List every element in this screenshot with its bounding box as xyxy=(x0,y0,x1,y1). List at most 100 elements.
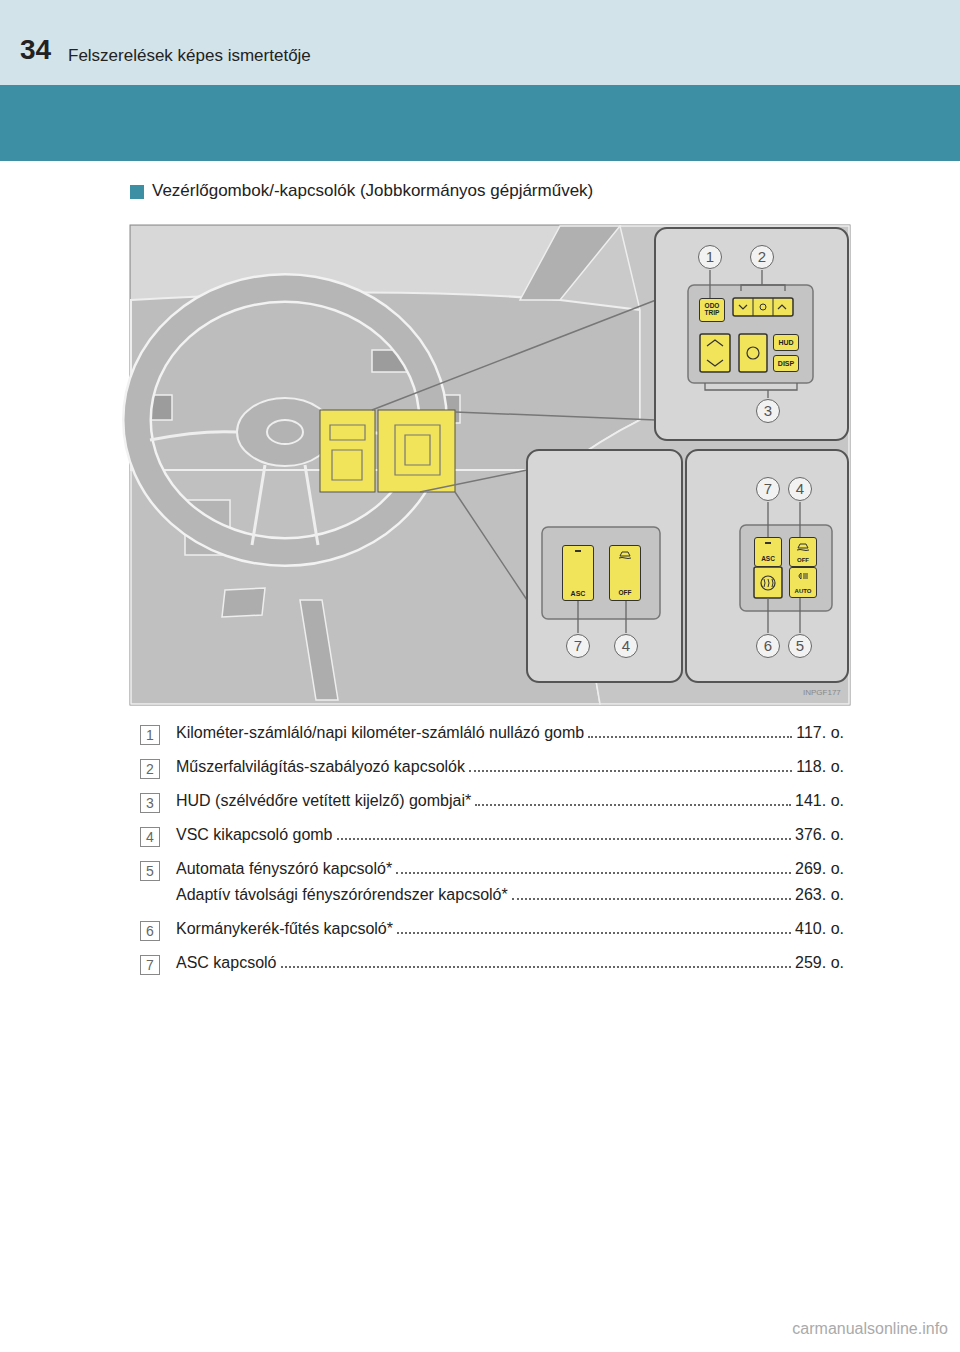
callout-number: 1 xyxy=(698,245,722,269)
running-header: Felszerelések képes ismertetője xyxy=(68,46,311,66)
list-row: VSC kikapcsoló gomb376. o. xyxy=(176,826,844,844)
inset-panel xyxy=(527,450,682,682)
switch-icon xyxy=(795,571,811,581)
button-label: OFF xyxy=(619,590,632,597)
callout-number: 7 xyxy=(756,477,780,501)
illustration-frame xyxy=(130,225,850,705)
vsc-off-switch: OFF xyxy=(609,545,641,601)
inset-panel xyxy=(686,450,848,682)
page-reference: 263. o. xyxy=(795,886,844,904)
callout-number: 2 xyxy=(750,245,774,269)
page-number: 34 xyxy=(20,34,51,66)
button-label: 3 xyxy=(146,795,154,811)
hud-adjust-switch xyxy=(700,334,730,372)
page-reference: 141. o. xyxy=(795,792,844,810)
switch-divider xyxy=(753,298,773,316)
hud-symbol xyxy=(747,347,759,359)
button-label: AUTO xyxy=(795,588,812,594)
page-reference: 376. o. xyxy=(795,826,844,844)
button-label: 4 xyxy=(146,829,154,845)
watermark: carmanualsonline.info xyxy=(792,1320,948,1338)
hud-switch xyxy=(739,334,767,372)
callout-leader-line xyxy=(578,270,800,633)
asc-switch: ASC xyxy=(754,537,782,567)
dot-leader xyxy=(512,898,791,900)
page-reference: 269. o. xyxy=(795,860,844,878)
callout-number: 7 xyxy=(566,634,590,658)
callout-number: 4 xyxy=(614,634,638,658)
item-description: Kilométer-számláló/napi kilométer-számlá… xyxy=(176,724,584,742)
brake-pedal xyxy=(222,588,265,617)
headlamp-symbol xyxy=(799,573,808,579)
item-number-box: 6 xyxy=(140,921,160,941)
page-reference: 410. o. xyxy=(795,920,844,938)
figure-code: INPGF177 xyxy=(803,688,841,697)
item-number-box: 1 xyxy=(140,725,160,745)
page-reference: 118. o. xyxy=(796,758,844,776)
header-teal-band xyxy=(0,85,960,161)
switch-bezel xyxy=(740,525,832,611)
switch-icon xyxy=(617,549,633,559)
callout-number: 3 xyxy=(756,399,780,423)
button-label: OFF xyxy=(797,557,809,563)
auto-headlamp-switch: AUTO xyxy=(789,567,817,598)
callout-number: 4 xyxy=(788,477,812,501)
asc-switch: ASC xyxy=(562,545,594,601)
item-number-box: 4 xyxy=(140,827,160,847)
item-description: Automata fényszóró kapcsoló* xyxy=(176,860,392,878)
vsc-off-switch: OFF xyxy=(789,537,817,567)
item-description: ASC kapcsoló xyxy=(176,954,277,972)
dot-leader xyxy=(396,872,791,874)
windshield xyxy=(131,226,620,300)
switch-icon xyxy=(570,549,586,559)
item-number-box: 2 xyxy=(140,759,160,779)
dot-leader xyxy=(337,838,792,840)
page-reference: 259. o. xyxy=(795,954,844,972)
switch-outline xyxy=(330,425,440,480)
item-number-box: 7 xyxy=(140,955,160,975)
dot-leader xyxy=(588,736,792,738)
skid-car-symbol xyxy=(619,552,631,559)
indicator-lamp xyxy=(765,542,771,544)
indicator-lamp xyxy=(575,550,581,552)
item-description: HUD (szélvédőre vetített kijelző) gombja… xyxy=(176,792,471,810)
button-label: ASC xyxy=(571,590,586,597)
list-row: Műszerfalvilágítás-szabályozó kapcsolók1… xyxy=(176,758,844,776)
dimmer-switch xyxy=(733,298,793,316)
button-label: 7 xyxy=(146,957,154,973)
steering-heater-symbol xyxy=(761,576,775,590)
item-description: Kormánykerék-fűtés kapcsoló* xyxy=(176,920,393,938)
switch-bezel xyxy=(542,527,660,619)
list-row: ASC kapcsoló 259. o. xyxy=(176,954,844,972)
button-label: 1 xyxy=(146,727,154,743)
button-label: 6 xyxy=(146,923,154,939)
switch-icon xyxy=(760,541,776,551)
dot-leader xyxy=(469,770,792,772)
arrow-symbol xyxy=(739,305,786,309)
button-label: ASC xyxy=(761,556,775,563)
emblem xyxy=(267,420,303,444)
dot-leader xyxy=(281,966,792,968)
inset-panel xyxy=(655,228,848,440)
button-label: DISP xyxy=(778,360,794,367)
list-row: Automata fényszóró kapcsoló* 269. o. xyxy=(176,860,844,878)
switch-icon xyxy=(795,541,811,551)
switch-bezel xyxy=(688,285,813,383)
disp-button: DISP xyxy=(773,355,799,372)
list-row: Adaptív távolsági fényszórórendszer kapc… xyxy=(176,886,844,904)
list-row: Kilométer-számláló/napi kilométer-számlá… xyxy=(176,724,844,742)
heat-symbol xyxy=(764,579,773,587)
a-pillar xyxy=(520,226,620,300)
item-description: Adaptív távolsági fényszórórendszer kapc… xyxy=(176,886,508,904)
dot-leader xyxy=(475,804,791,806)
item-number-box: 5 xyxy=(140,861,160,881)
list-row: HUD (szélvédőre vetített kijelző) gombja… xyxy=(176,792,844,810)
list-row: Kormánykerék-fűtés kapcsoló* 410. o. xyxy=(176,920,844,938)
button-label: ODO TRIP xyxy=(701,303,723,317)
accelerator-pedal xyxy=(300,600,338,700)
callout-number: 6 xyxy=(756,634,780,658)
button-label: 2 xyxy=(146,761,154,777)
section-heading: Vezérlőgombok/-kapcsolók (Jobbkormányos … xyxy=(152,181,593,201)
